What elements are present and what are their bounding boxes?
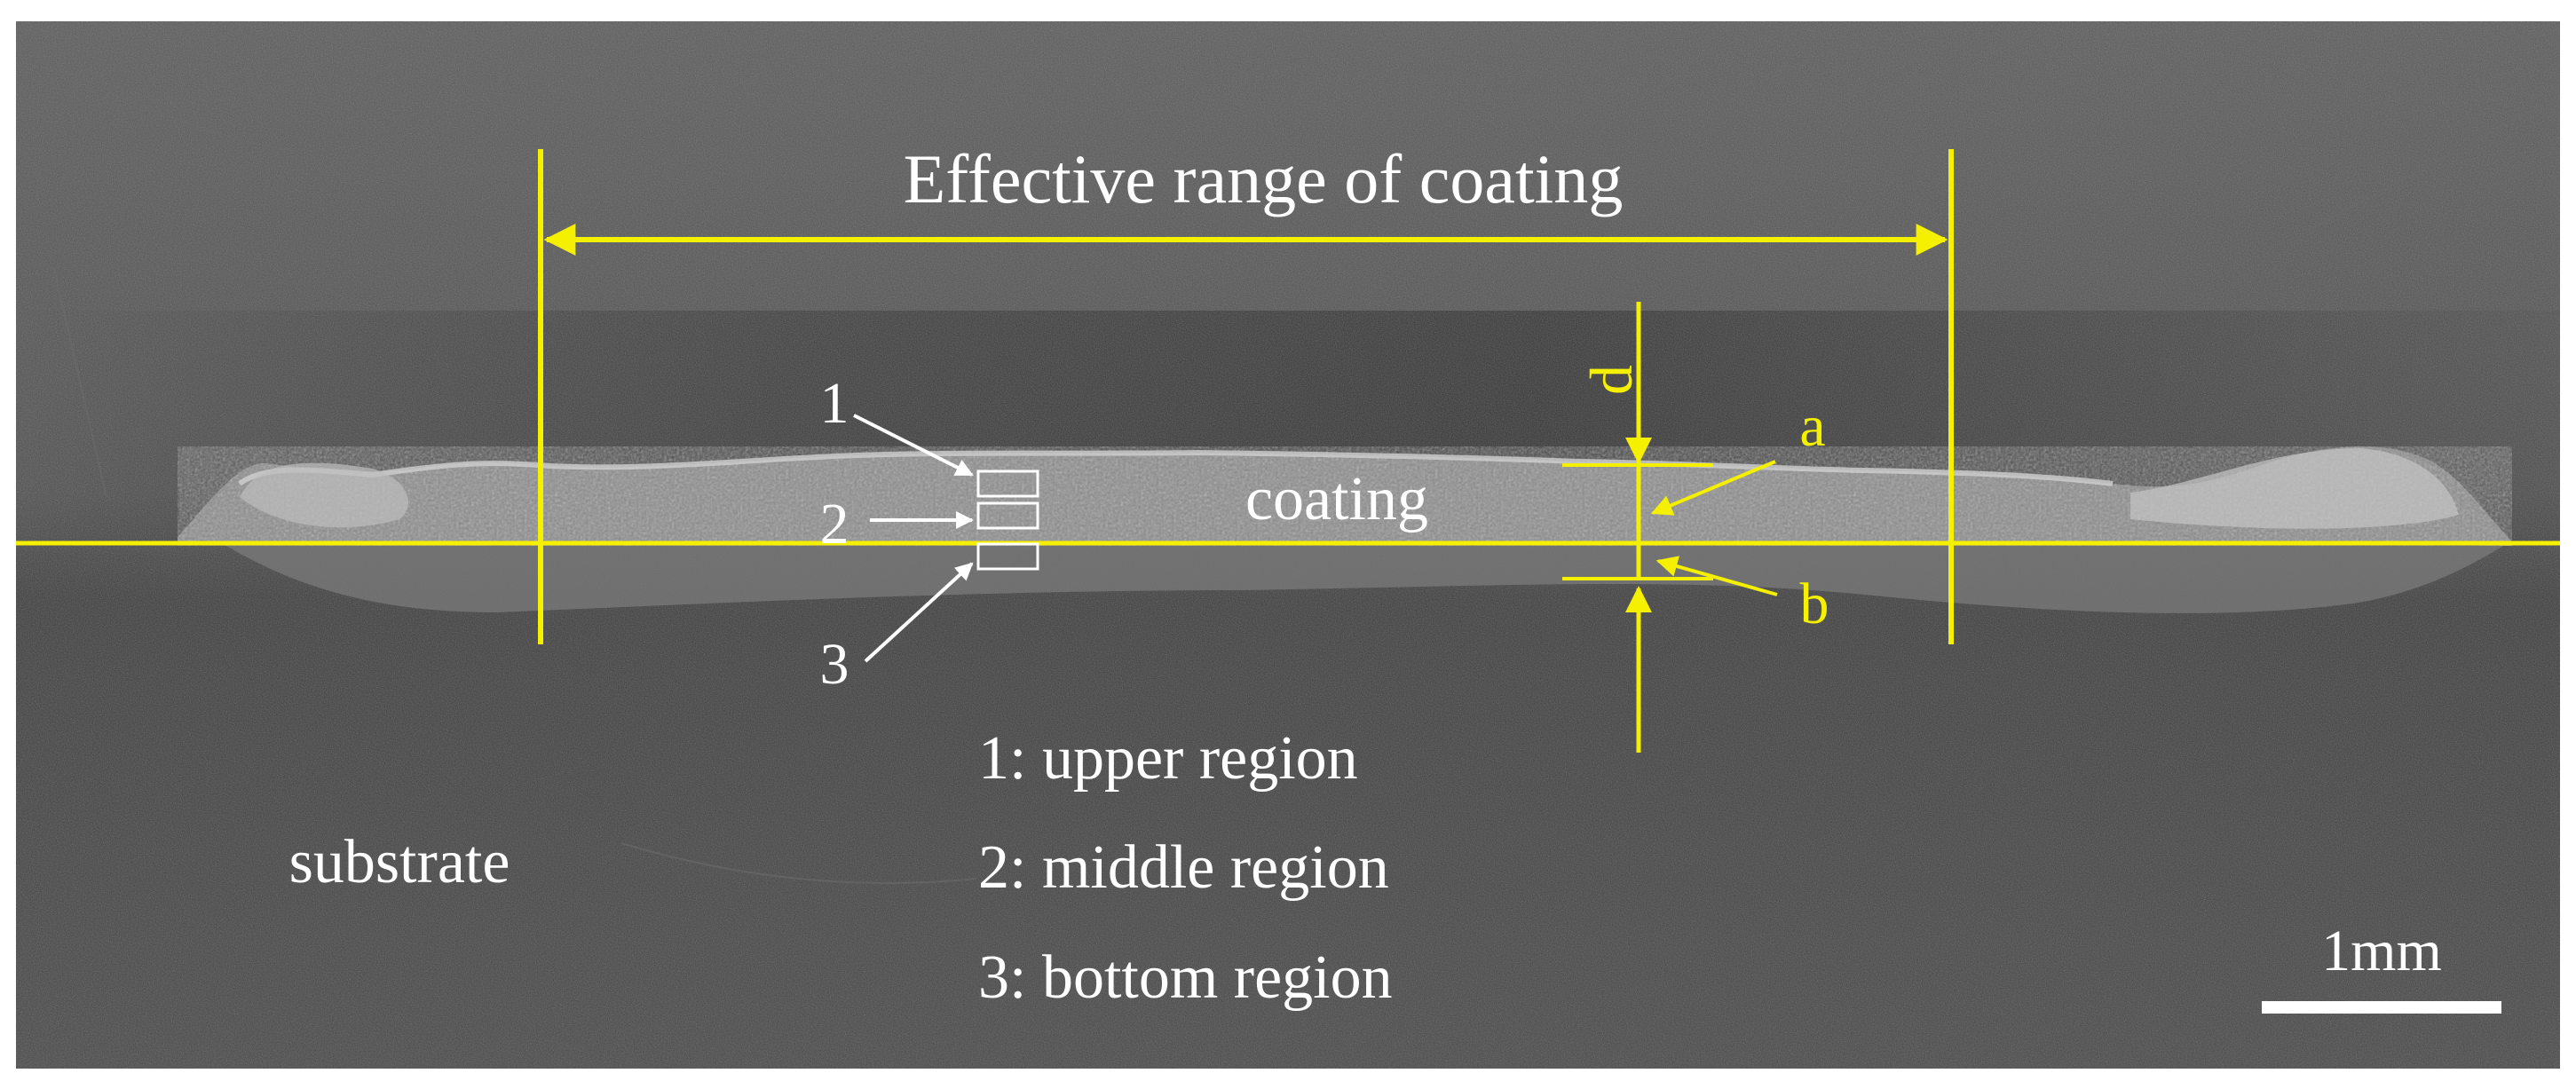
- coating-surface-edge: [238, 449, 2114, 486]
- region-box-bottom: [976, 542, 1039, 571]
- heat-affected-zone: [222, 543, 2503, 613]
- coating-right-end: [2130, 448, 2459, 529]
- region-marker-3: 3: [820, 632, 849, 697]
- yellow-annotations: [16, 149, 2560, 753]
- coating-left-end: [240, 462, 408, 528]
- scale-bar: [2262, 1001, 2501, 1014]
- region-marker-2: 2: [820, 492, 849, 556]
- point-a-pointer: [1650, 460, 1776, 516]
- coating-label: coating: [1245, 465, 1428, 533]
- region-arrow-bottom: [864, 562, 974, 663]
- substrate-label: substrate: [289, 828, 510, 896]
- effective-range-label: Effective range of coating: [904, 140, 1624, 217]
- point-a-label: a: [1799, 394, 1825, 459]
- thickness-label: d: [1577, 365, 1645, 395]
- point-b-label: b: [1800, 572, 1829, 636]
- legend-upper-region: 1: upper region: [978, 724, 1358, 793]
- region-box-middle: [976, 501, 1039, 530]
- legend-middle-region: 2: middle region: [978, 833, 1389, 902]
- legend-bottom-region: 3: bottom region: [978, 943, 1393, 1012]
- scale-bar-label: 1mm: [2321, 919, 2442, 983]
- point-b-pointer: [1655, 556, 1778, 596]
- region-markers: [853, 414, 1039, 663]
- region-arrow-upper: [853, 414, 974, 477]
- region-box-upper: [976, 470, 1039, 498]
- surface-scratches: [35, 35, 2540, 884]
- region-marker-1: 1: [820, 371, 849, 436]
